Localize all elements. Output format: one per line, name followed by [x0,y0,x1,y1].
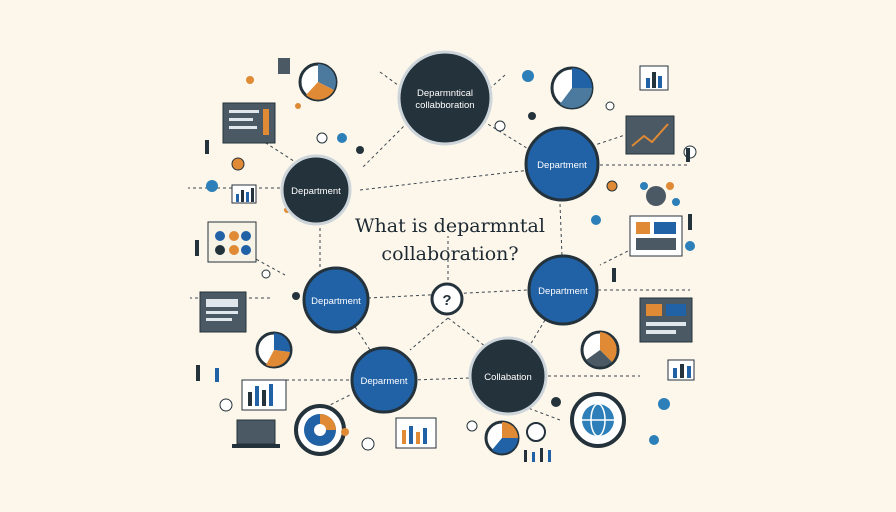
right-icons [395,65,697,462]
central-question-line1: What is deparmntal [355,215,545,237]
node-right-mid-label: Department [538,286,588,297]
node-left-department: Department [280,154,352,226]
node-bottom-left-department: Deparment [350,346,418,414]
node-left-mid-label: Department [311,296,361,307]
node-bottom-left-label: Deparment [361,376,408,387]
node-top: Deparmntical collabboration [397,50,493,146]
node-right-top-label: Department [537,160,587,171]
node-left-label: Department [291,186,341,197]
node-bottom-center-label: Collabation [484,372,532,383]
left-icons [195,58,375,456]
central-question: What is deparmntal collaboration? [350,212,550,268]
node-top-line2: collabboration [415,100,474,111]
node-question-mark: ? [430,282,464,316]
node-right-top-department: Department [524,126,600,202]
node-top-line1: Deparmntical [417,88,473,99]
node-right-mid-department: Department [527,254,599,326]
question-mark-icon: ? [442,292,451,309]
central-question-line2: collaboration? [381,243,519,265]
node-bottom-center-collaboration: Collabation [468,336,548,416]
node-left-mid-department: Department [302,266,370,334]
